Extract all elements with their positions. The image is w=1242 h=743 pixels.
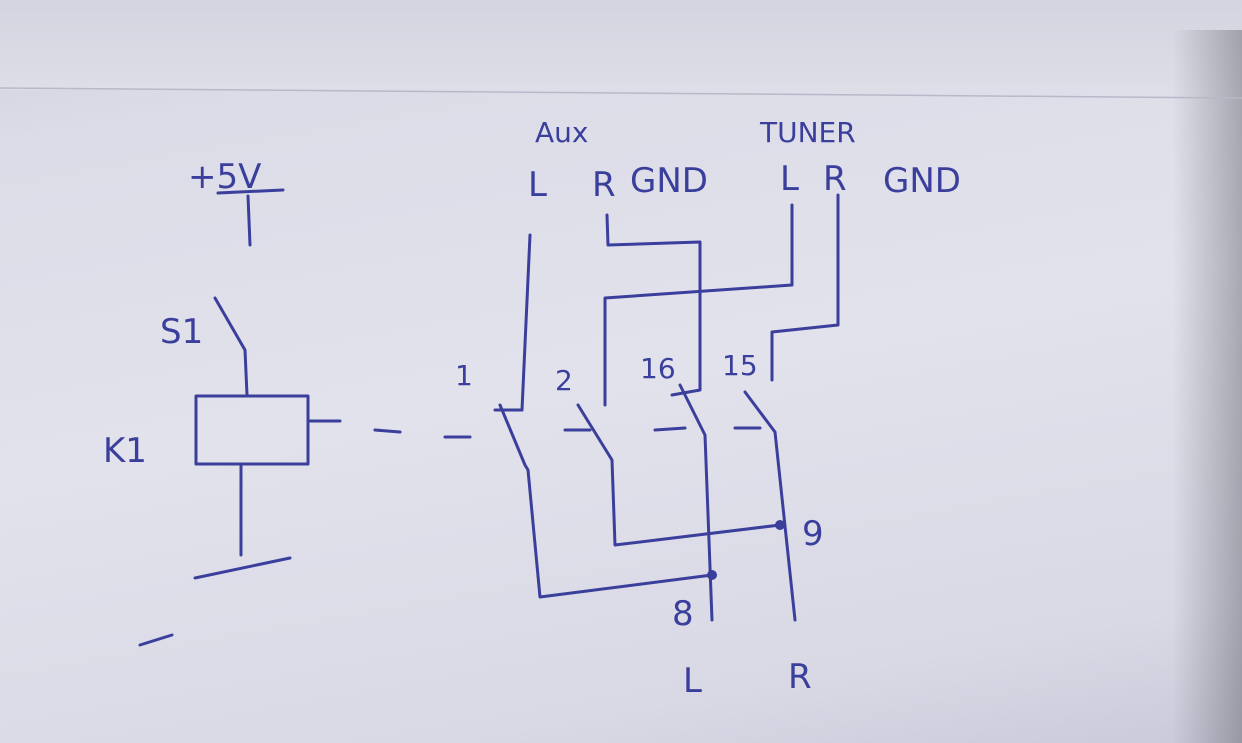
minus-mark bbox=[138, 633, 174, 647]
tuner-pin-l: L bbox=[780, 159, 799, 199]
tuner-title: TUNER bbox=[759, 116, 856, 149]
contact-16-lever bbox=[678, 383, 714, 622]
pin-8-label: 8 bbox=[672, 594, 694, 634]
pin-2-label: 2 bbox=[555, 364, 573, 397]
tuner-pin-r: R bbox=[823, 159, 847, 199]
aux-pin-l: L bbox=[528, 165, 547, 205]
aux-pin-gnd: GND bbox=[630, 161, 708, 201]
relay-label: K1 bbox=[103, 431, 147, 471]
switch-label: S1 bbox=[160, 312, 203, 352]
junction-dot bbox=[707, 570, 717, 580]
contact-15-lever bbox=[743, 390, 797, 622]
aux-title: Aux bbox=[535, 116, 588, 149]
aux-pin-r: R bbox=[592, 165, 616, 205]
relay-coil bbox=[194, 394, 310, 466]
aux-r-wire bbox=[605, 213, 702, 397]
ground-wire bbox=[193, 464, 292, 580]
output-l-label: L bbox=[683, 661, 702, 701]
paper-fold bbox=[0, 87, 1242, 99]
pin-9-label: 9 bbox=[802, 514, 824, 554]
pin-1-label: 1 bbox=[455, 359, 473, 392]
tuner-l-wire bbox=[603, 203, 794, 407]
pin-16-label: 16 bbox=[640, 352, 676, 385]
paper-shadow bbox=[1172, 30, 1242, 743]
paper-top bbox=[0, 0, 1242, 90]
contact-link-dashes bbox=[563, 426, 762, 432]
supply-terminal bbox=[216, 188, 285, 247]
aux-l-wire bbox=[493, 233, 532, 412]
mechanical-link bbox=[306, 419, 472, 439]
tuner-pin-gnd: GND bbox=[883, 161, 961, 201]
contact-2-lever bbox=[576, 403, 782, 547]
junction-dot bbox=[775, 520, 785, 530]
switch-s1 bbox=[213, 296, 249, 397]
output-r-label: R bbox=[788, 657, 812, 697]
tuner-r-wire bbox=[770, 193, 840, 382]
pin-15-label: 15 bbox=[722, 349, 758, 382]
contact-1-lever bbox=[498, 403, 714, 599]
